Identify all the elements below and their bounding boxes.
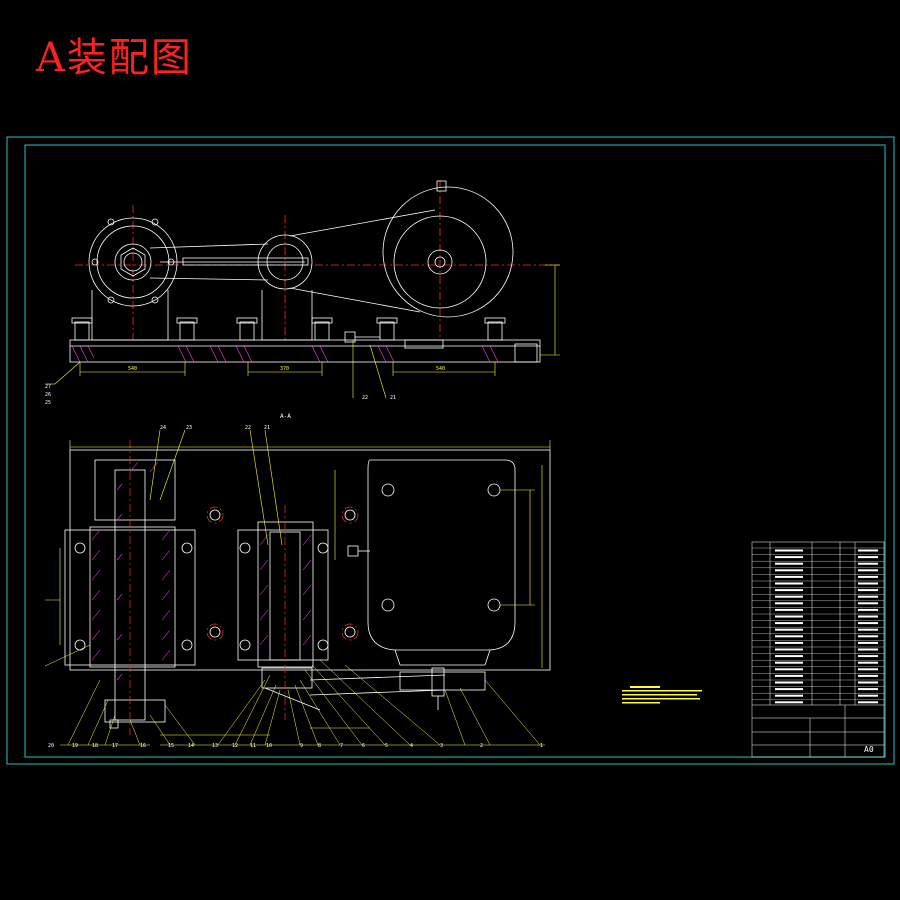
parts-row-fill xyxy=(775,589,803,592)
balloon-top-22: 22 xyxy=(362,395,368,401)
parts-row-fill xyxy=(775,681,803,684)
parts-row-fill xyxy=(775,549,803,552)
parts-row-fill xyxy=(775,556,803,559)
balloon-10: 10 xyxy=(266,743,272,749)
parts-row-fill xyxy=(858,595,878,598)
parts-row-fill xyxy=(858,569,878,572)
balloon-9: 9 xyxy=(300,743,303,749)
balloon-5: 5 xyxy=(385,743,388,749)
parts-row-fill xyxy=(858,615,878,618)
balloon-left-27: 27 xyxy=(45,384,51,390)
parts-row-fill xyxy=(775,608,803,611)
balloon-left-26: 26 xyxy=(45,392,51,398)
leader-lines xyxy=(44,599,545,746)
balloon-section-22: 22 xyxy=(245,425,251,431)
parts-row-fill xyxy=(775,635,803,638)
balloon-8: 8 xyxy=(318,743,321,749)
section-dimensions xyxy=(59,429,551,736)
balloon-2: 2 xyxy=(480,743,483,749)
parts-row-fill xyxy=(858,575,878,578)
parts-row-fill xyxy=(775,674,803,677)
parts-row-fill xyxy=(775,655,803,658)
balloon-section-21: 21 xyxy=(264,425,270,431)
parts-row-fill xyxy=(775,648,803,651)
technical-notes xyxy=(622,686,702,704)
parts-row-fill xyxy=(775,569,803,572)
balloon-18: 18 xyxy=(92,743,98,749)
drawing-title: A装配图 xyxy=(36,35,193,81)
parts-row-fill xyxy=(858,674,878,677)
balloon-15: 15 xyxy=(168,743,174,749)
balloon-11: 11 xyxy=(250,743,256,749)
balloon-14: 14 xyxy=(188,743,194,749)
section-hatch xyxy=(91,461,312,681)
parts-row-fill xyxy=(775,615,803,618)
parts-row-fill xyxy=(775,661,803,664)
title-block-code: A0 xyxy=(864,745,874,754)
front-view xyxy=(69,180,560,363)
parts-row-fill xyxy=(858,622,878,625)
parts-row-fill xyxy=(858,668,878,671)
parts-row-fill xyxy=(775,562,803,565)
parts-row-fill xyxy=(858,681,878,684)
section-view xyxy=(64,449,551,729)
parts-row-fill xyxy=(858,582,878,585)
parts-row-fill xyxy=(775,641,803,644)
parts-row-fill xyxy=(775,694,803,697)
svg-text:540: 540 xyxy=(436,366,445,372)
parts-row-fill xyxy=(775,688,803,691)
balloon-1: 1 xyxy=(540,743,543,749)
parts-row-fill xyxy=(775,582,803,585)
parts-list xyxy=(751,541,885,758)
balloon-left-25: 25 xyxy=(45,400,51,406)
balloon-4: 4 xyxy=(410,743,413,749)
parts-row-fill xyxy=(858,556,878,559)
balloon-16: 16 xyxy=(140,743,146,749)
parts-row-fill xyxy=(858,635,878,638)
front-dimensions xyxy=(45,264,560,399)
section-label: A-A xyxy=(280,413,291,420)
balloon-section-24: 24 xyxy=(160,425,166,431)
balloon-7: 7 xyxy=(340,743,343,749)
balloon-top-21: 21 xyxy=(390,395,396,401)
balloon-17: 17 xyxy=(112,743,118,749)
parts-row-fill xyxy=(775,628,803,631)
parts-row-fill xyxy=(858,608,878,611)
parts-row-fill xyxy=(858,701,878,704)
parts-row-fill xyxy=(858,694,878,697)
outer-frame xyxy=(6,136,895,765)
parts-list-rows xyxy=(752,547,884,704)
parts-row-fill xyxy=(858,628,878,631)
parts-row-fill xyxy=(775,575,803,578)
balloon-3: 3 xyxy=(440,743,443,749)
parts-row-fill xyxy=(858,589,878,592)
parts-row-fill xyxy=(858,648,878,651)
parts-row-fill xyxy=(775,622,803,625)
svg-text:540: 540 xyxy=(128,366,137,372)
parts-row-fill xyxy=(858,688,878,691)
balloon-12: 12 xyxy=(232,743,238,749)
parts-row-fill xyxy=(775,602,803,605)
parts-row-fill xyxy=(858,661,878,664)
inner-frame xyxy=(24,144,886,758)
balloon-19: 19 xyxy=(72,743,78,749)
svg-text:370: 370 xyxy=(280,366,289,372)
parts-row-fill xyxy=(775,595,803,598)
balloon-13: 13 xyxy=(212,743,218,749)
balloon-20: 20 xyxy=(48,743,54,749)
parts-row-fill xyxy=(775,668,803,671)
parts-row-fill xyxy=(858,655,878,658)
parts-row-fill xyxy=(775,701,803,704)
parts-row-fill xyxy=(858,549,878,552)
parts-row-fill xyxy=(858,602,878,605)
balloon-6: 6 xyxy=(362,743,365,749)
parts-row-fill xyxy=(858,562,878,565)
parts-row-fill xyxy=(858,641,878,644)
balloon-section-23: 23 xyxy=(186,425,192,431)
